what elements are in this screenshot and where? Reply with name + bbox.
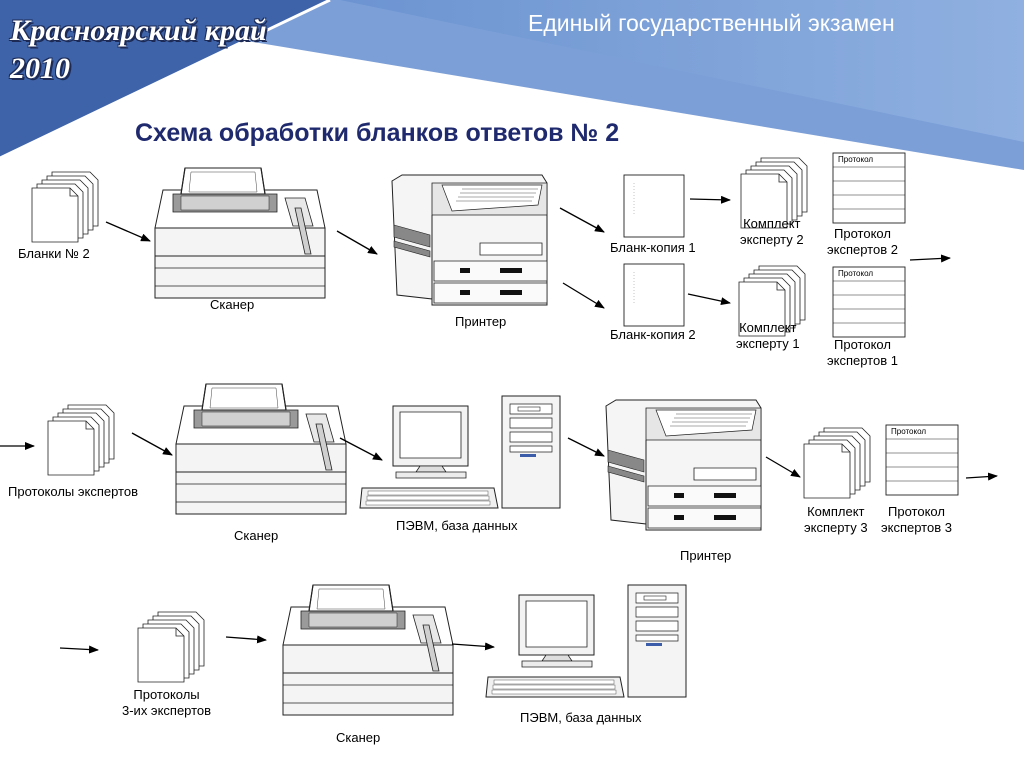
protocols-3-line-1: Протоколы [133,687,200,702]
kit-2-line-2: эксперту 2 [740,232,804,247]
protocol-form-title: Протокол [838,155,874,164]
arrow [451,642,495,651]
pc-label: ПЭВМ, база данных [396,518,518,533]
header-region: Красноярский край 2010 [10,12,310,88]
protocol-3-line-2: экспертов 3 [881,520,952,535]
arrow [336,230,378,255]
protocols-label: Протоколы экспертов [8,484,138,499]
kit-2-label: Комплект эксперту 2 [740,216,804,248]
kit-3-label: Комплект эксперту 3 [804,504,868,536]
arrow [225,635,267,644]
arrow [567,437,605,457]
protocol-2-label: Протокол экспертов 2 [827,226,898,258]
scanner-label: Сканер [336,730,381,745]
arrow [562,282,605,309]
blanks-2-label: Бланки № 2 [18,246,90,261]
arrow [909,254,951,263]
arrow [105,221,151,242]
copy-1-sheet-icon [623,174,685,238]
protocols-3-stack-icon [137,611,205,683]
copy-2-sheet-icon [623,263,685,327]
pc-label: ПЭВМ, база данных [520,710,642,725]
kit-3-line-1: Комплект [807,504,865,519]
printer-label: Принтер [455,314,507,329]
arrow [59,645,99,654]
protocol-2-line-2: экспертов 2 [827,242,898,257]
arrow [689,195,731,204]
copy-2-label: Бланк-копия 2 [610,327,696,342]
arrow [965,472,998,481]
kit-1-label: Комплект эксперту 1 [736,320,800,352]
kit-3-stack-icon [803,427,871,499]
printer-icon [391,174,548,306]
protocol-3-line-1: Протокол [888,504,945,519]
scanner-label: Сканер [234,528,279,543]
protocol-3-label: Протокол экспертов 3 [881,504,952,536]
kit-3-line-2: эксперту 3 [804,520,868,535]
page-title: Схема обработки бланков ответов № 2 [135,119,620,147]
protocols-stack-icon [47,404,115,476]
protocol-1-line-2: экспертов 1 [827,353,898,368]
scanner-icon [175,383,347,515]
arrow [339,437,383,461]
header-edge-line [0,0,331,160]
protocol-form-title: Протокол [838,269,874,278]
scanner-label: Сканер [210,297,255,312]
scanner-icon [282,584,454,716]
region-name: Красноярский край [10,14,267,47]
protocols-3-label: Протоколы 3-их экспертов [122,687,211,719]
exam-title: Единый государственный экзамен [528,10,895,36]
kit-1-line-1: Комплект [739,320,797,335]
printer-label: Принтер [680,548,732,563]
arrow [765,456,801,478]
arrow [131,432,173,456]
year-label: 2010 [10,52,70,85]
copy-1-label: Бланк-копия 1 [610,240,696,255]
header-banner [0,0,1024,170]
protocol-1-label: Протокол экспертов 1 [827,337,898,369]
kit-2-line-1: Комплект [743,216,801,231]
arrow [687,293,731,306]
protocol-form-title: Протокол [891,427,927,436]
protocol-1-line-1: Протокол [834,337,891,352]
protocols-3-line-2: 3-их экспертов [122,703,212,718]
scanner-icon [154,167,326,299]
protocol-2-line-1: Протокол [834,226,891,241]
blanks-2-stack-icon [31,171,99,243]
arrow [559,207,605,233]
pc-icon [359,395,561,509]
pc-icon [485,584,687,698]
header-stripe [0,0,1024,142]
printer-icon [605,399,762,531]
kit-1-line-2: эксперту 1 [736,336,800,351]
